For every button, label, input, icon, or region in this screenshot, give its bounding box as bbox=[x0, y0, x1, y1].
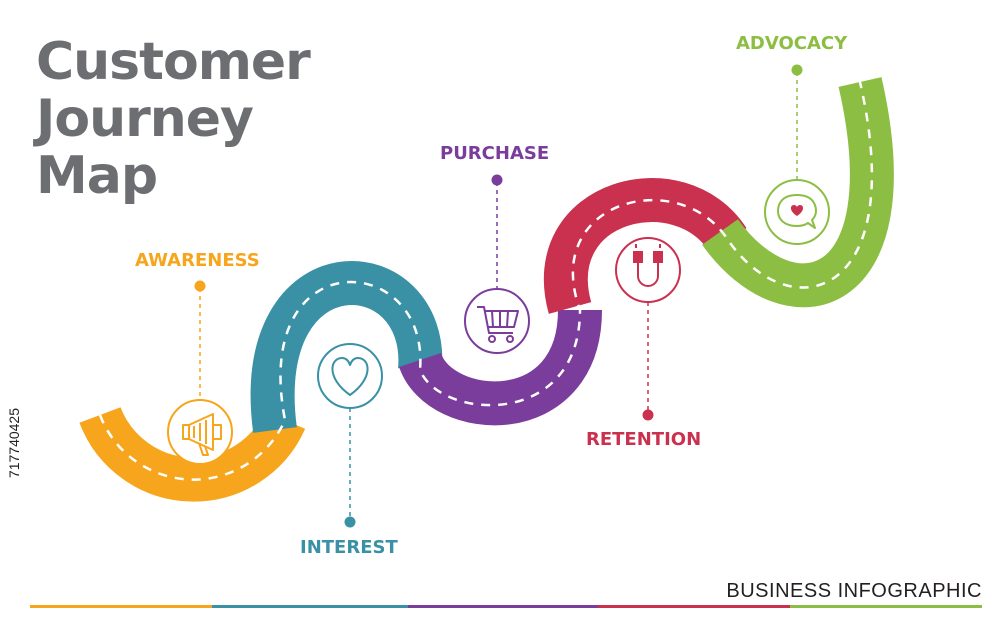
leader-dot-awareness bbox=[194, 280, 206, 292]
footer-label: BUSINESS INFOGRAPHIC bbox=[726, 580, 982, 602]
leader-dot-interest bbox=[344, 516, 356, 528]
magnet-icon bbox=[633, 244, 663, 287]
leader-dot-advocacy bbox=[791, 64, 803, 76]
icon-circle-retention bbox=[615, 237, 681, 303]
road-segment-awareness bbox=[79, 406, 306, 502]
title-line-2: Journey bbox=[36, 89, 254, 149]
stage-label-purchase: PURCHASE bbox=[440, 143, 550, 164]
heart-icon bbox=[331, 357, 369, 396]
megaphone-icon bbox=[182, 413, 222, 456]
leader-dot-retention bbox=[642, 409, 654, 421]
icon-circle-awareness bbox=[167, 399, 233, 465]
road-segment-advocacy bbox=[702, 77, 894, 308]
leader-dot-purchase bbox=[491, 174, 503, 186]
stage-label-advocacy: ADVOCACY bbox=[736, 33, 848, 54]
road-center-dashes bbox=[98, 81, 874, 481]
footer-rule bbox=[30, 605, 982, 608]
stage-label-retention: RETENTION bbox=[586, 429, 702, 450]
stage-label-interest: INTEREST bbox=[300, 537, 398, 558]
road-segment-purchase bbox=[399, 308, 602, 426]
shopping-cart-icon bbox=[477, 306, 519, 343]
icon-circle-interest bbox=[317, 343, 383, 409]
stage-label-awareness: AWARENESS bbox=[135, 250, 260, 271]
title-line-1: Customer bbox=[36, 32, 311, 92]
road bbox=[79, 77, 894, 502]
road-segment-retention bbox=[543, 178, 747, 314]
title-line-3: Map bbox=[36, 146, 158, 206]
side-id: 717740425 bbox=[6, 408, 22, 479]
icon-circle-advocacy bbox=[764, 179, 830, 245]
chat-heart-icon bbox=[777, 194, 817, 229]
icon-circle-purchase bbox=[464, 288, 530, 354]
